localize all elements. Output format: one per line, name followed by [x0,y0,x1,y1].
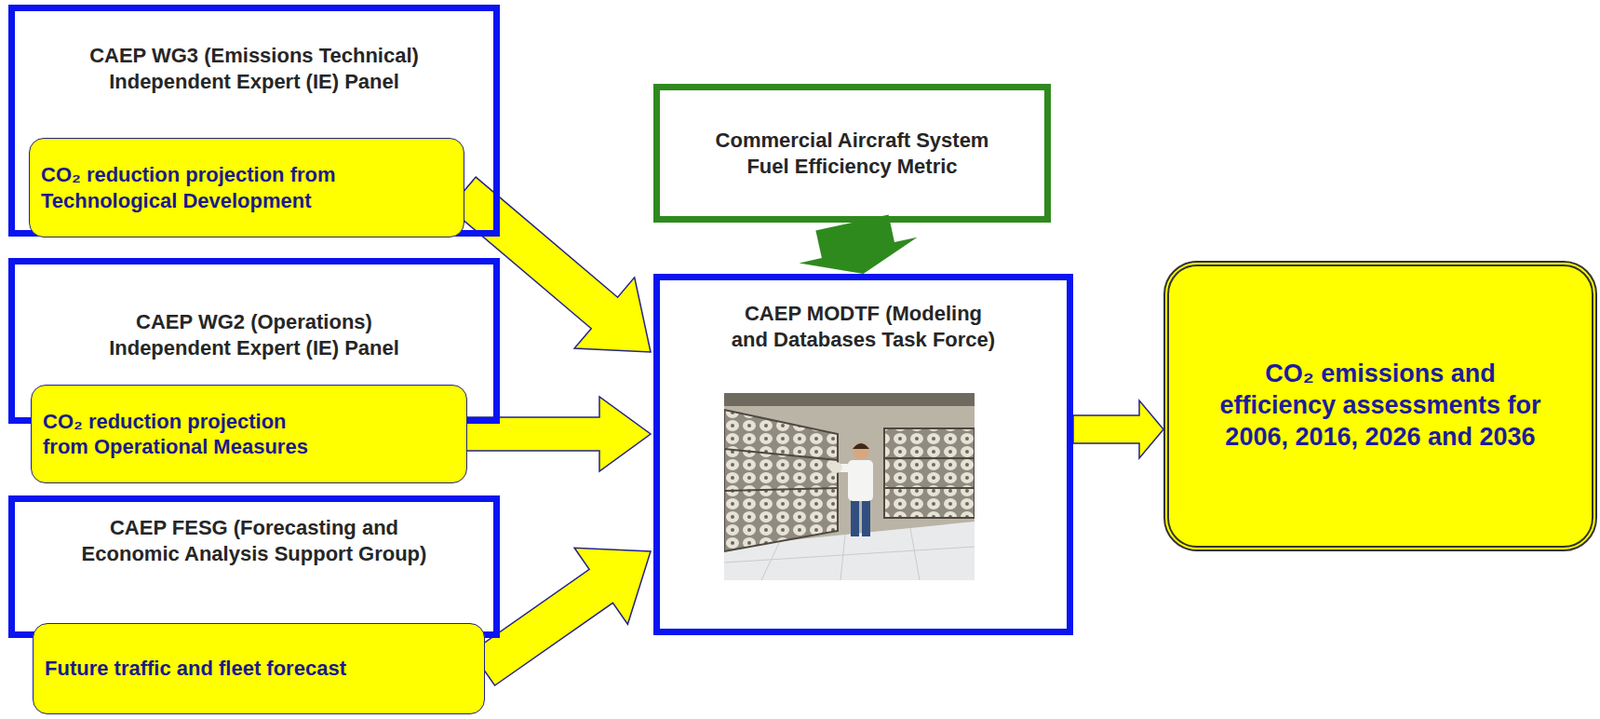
block-arrow [449,176,651,352]
shelf-board [884,457,975,459]
data-center-photo [724,392,975,580]
callout-box: CO₂ reduction projection from Operationa… [30,384,468,484]
metric-box: Commercial Aircraft System Fuel Efficien… [653,83,1051,223]
floor-tile-line [910,527,920,580]
floor-tile-line [840,534,846,580]
person-shirt [847,459,874,501]
shelf-board [884,486,975,489]
floor-tile-line [761,540,780,580]
block-arrow [1073,400,1164,458]
callout-box: CO₂ reduction projection from Technologi… [28,137,465,238]
room-wall [724,392,975,580]
group-box: CAEP MODTF (Modeling and Databases Task … [653,273,1074,635]
node-text: CAEP WG2 (Operations) Independent Expert… [35,309,473,361]
node-text: CO₂ reduction projection from Operationa… [42,408,425,460]
shelf-board [724,448,838,460]
tape-shelf [884,428,975,518]
node-text: CO₂ emissions and efficiency assessments… [1189,358,1572,453]
floor-tile-line [724,546,975,563]
callout-box: Future traffic and fleet forecast [32,622,485,714]
person-head [852,442,870,459]
node-text: Future traffic and fleet forecast [44,655,347,682]
node-text: CAEP WG3 (Emissions Technical) Independe… [35,42,473,95]
group-box: CAEP FESG (Forecasting and Economic Anal… [8,495,500,638]
person-leg [850,497,860,537]
result-box: CO₂ emissions and efficiency assessments… [1163,260,1598,552]
ceiling [724,392,975,406]
node-text: CAEP FESG (Forecasting and Economic Anal… [35,514,473,566]
node-text: Commercial Aircraft System Fuel Efficien… [676,127,1028,179]
person-leg [861,497,871,537]
tape-shelf [724,409,838,552]
block-arrow [799,215,918,275]
held-reel [829,461,843,473]
node-text: CO₂ reduction projection from Technologi… [40,161,423,214]
node-text: CAEP MODTF (Modeling and Databases Task … [686,300,1041,352]
person-hair [852,443,870,449]
block-arrow [465,396,651,471]
shelf-board [724,487,838,491]
